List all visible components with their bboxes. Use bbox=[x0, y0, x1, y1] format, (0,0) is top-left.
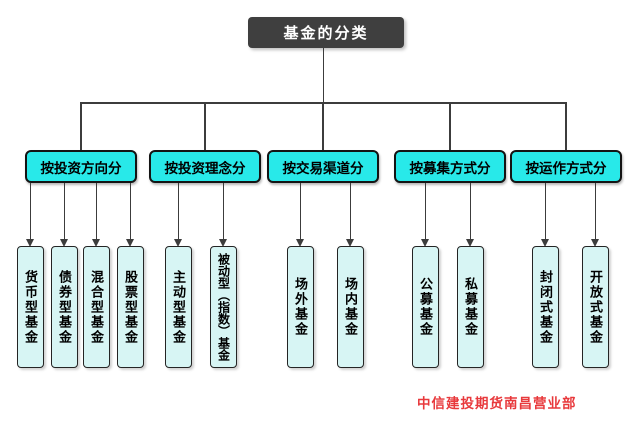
arrow-head-icon bbox=[174, 238, 182, 247]
leaf-node-label: 被动型（指数）基金 bbox=[216, 253, 231, 361]
footer-watermark: 中信建投期货南昌营业部 bbox=[417, 396, 577, 411]
leaf-node: 债券型基金 bbox=[51, 246, 78, 368]
leaf-node: 场外基金 bbox=[287, 246, 314, 368]
arrow-head-icon bbox=[92, 238, 100, 247]
connector-trunk-line bbox=[322, 48, 324, 103]
arrow-connector bbox=[29, 183, 32, 239]
arrow-head-icon bbox=[421, 238, 429, 247]
arrow-connector bbox=[177, 183, 180, 239]
leaf-node: 混合型基金 bbox=[83, 246, 110, 368]
leaf-node-label: 开放式基金 bbox=[588, 269, 603, 345]
leaf-node: 场内基金 bbox=[337, 246, 364, 368]
arrow-connector bbox=[299, 183, 302, 239]
leaf-node-label: 封闭式基金 bbox=[538, 269, 553, 345]
connector-drop-line bbox=[322, 102, 324, 151]
arrow-connector bbox=[63, 183, 66, 239]
leaf-node: 货币型基金 bbox=[17, 246, 44, 368]
arrow-connector bbox=[594, 183, 597, 239]
leaf-node-label: 场内基金 bbox=[343, 277, 358, 337]
arrow-head-icon bbox=[296, 238, 304, 247]
arrow-head-icon bbox=[60, 238, 68, 247]
category-node-3: 按交易渠道分 bbox=[267, 150, 379, 183]
category-node-1: 按投资方向分 bbox=[25, 150, 137, 183]
arrow-head-icon bbox=[541, 238, 549, 247]
arrow-head-icon bbox=[126, 238, 134, 247]
category-node-4: 按募集方式分 bbox=[394, 150, 506, 183]
leaf-node-label: 公募基金 bbox=[418, 277, 433, 337]
connector-drop-line bbox=[565, 102, 567, 151]
leaf-node-label: 私募基金 bbox=[463, 277, 478, 337]
arrow-connector bbox=[469, 183, 472, 239]
arrow-connector bbox=[222, 183, 225, 239]
arrow-connector bbox=[424, 183, 427, 239]
connector-drop-line bbox=[204, 102, 206, 151]
arrow-head-icon bbox=[219, 238, 227, 247]
leaf-node-label: 股票型基金 bbox=[123, 269, 138, 345]
arrow-head-icon bbox=[466, 238, 474, 247]
leaf-node: 股票型基金 bbox=[117, 246, 144, 368]
leaf-node: 公募基金 bbox=[412, 246, 439, 368]
arrow-head-icon bbox=[591, 238, 599, 247]
connector-drop-line bbox=[449, 102, 451, 151]
leaf-node-label: 债券型基金 bbox=[57, 269, 72, 345]
root-node-fund-classification: 基金的分类 bbox=[248, 17, 404, 48]
category-node-2: 按投资理念分 bbox=[149, 150, 261, 183]
arrow-head-icon bbox=[346, 238, 354, 247]
leaf-node: 被动型（指数）基金 bbox=[210, 246, 237, 368]
leaf-node: 封闭式基金 bbox=[532, 246, 559, 368]
leaf-node-label: 主动型基金 bbox=[171, 269, 186, 345]
arrow-head-icon bbox=[26, 238, 34, 247]
leaf-node-label: 混合型基金 bbox=[89, 269, 104, 345]
leaf-node: 主动型基金 bbox=[165, 246, 192, 368]
arrow-connector bbox=[129, 183, 132, 239]
leaf-node-label: 场外基金 bbox=[293, 277, 308, 337]
connector-drop-line bbox=[80, 102, 82, 151]
category-node-5: 按运作方式分 bbox=[510, 150, 622, 183]
leaf-node: 开放式基金 bbox=[582, 246, 609, 368]
arrow-connector bbox=[349, 183, 352, 239]
leaf-node-label: 货币型基金 bbox=[23, 269, 38, 345]
leaf-node: 私募基金 bbox=[457, 246, 484, 368]
arrow-connector bbox=[95, 183, 98, 239]
arrow-connector bbox=[544, 183, 547, 239]
